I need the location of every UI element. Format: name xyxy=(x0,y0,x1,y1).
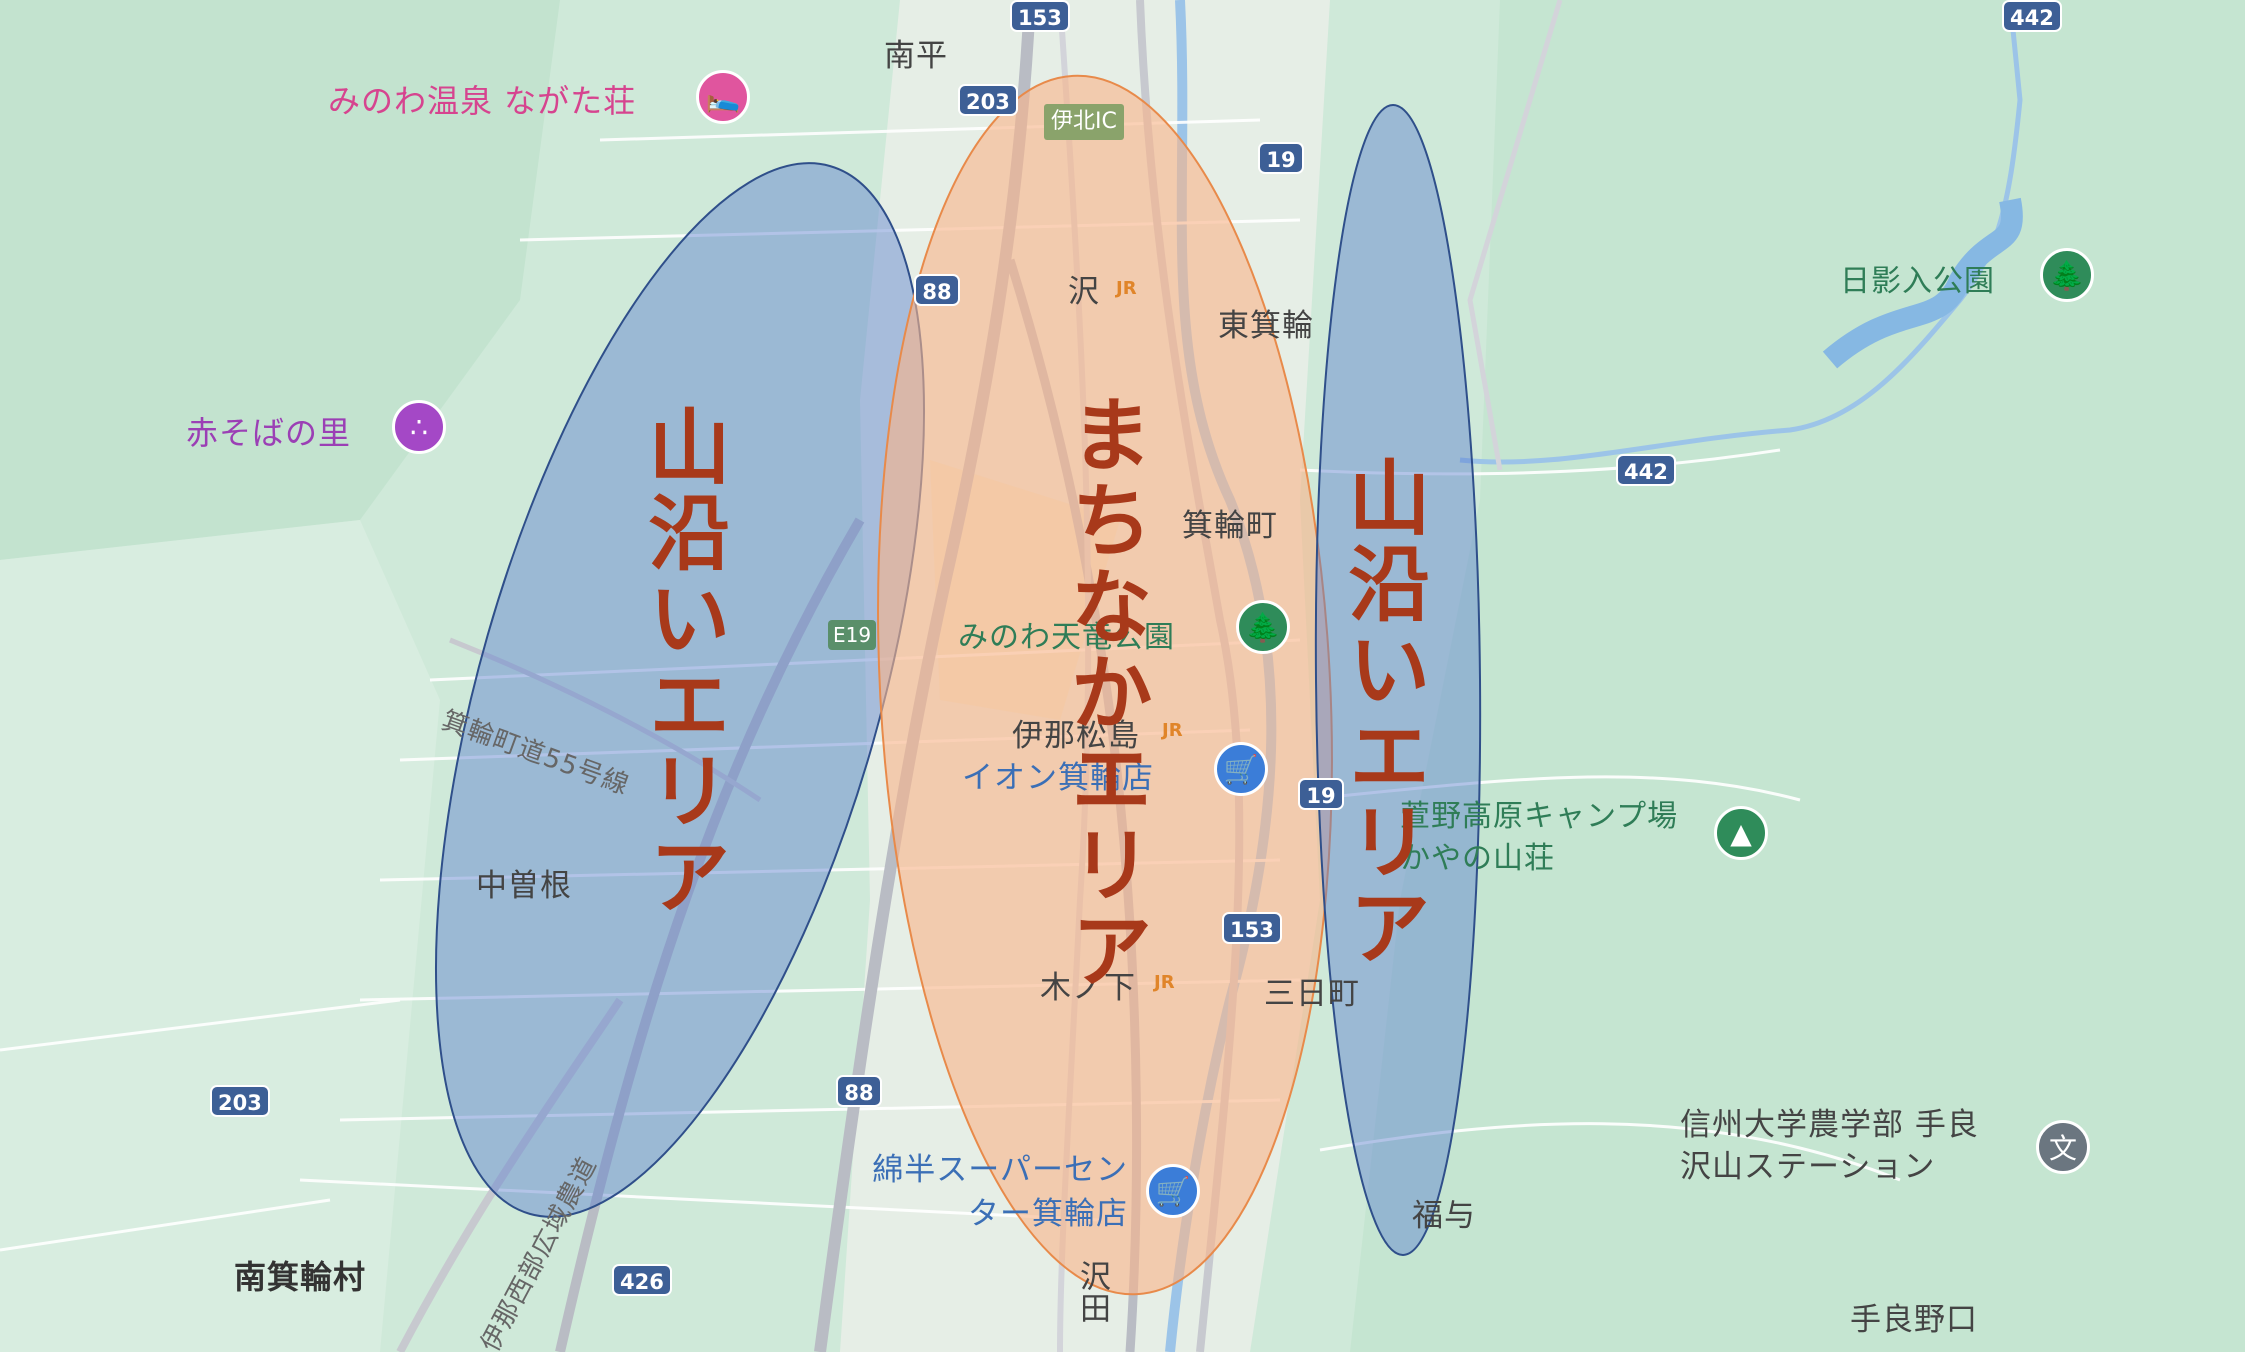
route-442-shield: 442 xyxy=(1616,454,1676,486)
route-19-shield: 19 xyxy=(1258,142,1304,174)
poi-label-text: 綿半スーパーセンター箕輪店 xyxy=(872,1152,1128,1232)
place-label[interactable]: 福与 xyxy=(1412,1198,1476,1234)
place-label[interactable]: 沢 xyxy=(1068,274,1100,310)
jr-station-icon: JR xyxy=(1154,972,1175,993)
route-442-shield: 442 xyxy=(2002,0,2062,32)
tent-icon[interactable]: ▲ xyxy=(1714,806,1768,860)
place-label[interactable]: 中曽根 xyxy=(476,868,572,904)
poi-label-text: 信州大学農学部 手良沢山ステーション xyxy=(1680,1107,1979,1185)
place-label[interactable]: 東箕輪 xyxy=(1218,308,1314,344)
place-label[interactable]: 南箕輪村 xyxy=(234,1258,367,1296)
route-203-shield: 203 xyxy=(958,84,1018,116)
jr-station-icon: JR xyxy=(1116,278,1137,299)
place-label[interactable]: 沢田 xyxy=(1074,1260,1110,1324)
area-label-town: まちなかエリア xyxy=(1056,392,1151,994)
route-88-shield: 88 xyxy=(914,274,960,306)
route-19-shield: 19 xyxy=(1298,778,1344,810)
place-label[interactable]: 箕輪町 xyxy=(1182,508,1278,544)
poi-label[interactable]: 日影入公園 xyxy=(1840,264,1995,299)
place-label[interactable]: 三日町 xyxy=(1264,976,1360,1012)
poi-label-text: 萱野高原キャンプ場 かやの山荘 xyxy=(1400,799,1679,876)
town-area-shape xyxy=(877,74,1333,1296)
cart-icon[interactable]: 🛒 xyxy=(1146,1164,1200,1218)
school-icon[interactable]: 文 xyxy=(2036,1120,2090,1174)
bed-icon[interactable]: 🛌 xyxy=(696,70,750,124)
poi-label[interactable]: 赤そばの里 xyxy=(186,414,352,452)
expressway-e19-shield: E19 xyxy=(828,620,877,650)
jr-station-icon: JR xyxy=(1162,720,1183,741)
place-label[interactable]: 木ノ下 xyxy=(1040,970,1136,1006)
mountain-area-right-shape xyxy=(1314,104,1482,1256)
tree-icon[interactable]: 🌲 xyxy=(2040,248,2094,302)
route-88-shield: 88 xyxy=(836,1075,882,1107)
area-label-mountain-right: 山沿いエリア xyxy=(1334,455,1429,971)
route-203-shield: 203 xyxy=(210,1085,270,1117)
mountain-area-left-shape xyxy=(435,162,925,1218)
interchange-label: 伊北IC xyxy=(1044,104,1124,140)
route-153-shield: 153 xyxy=(1222,912,1282,944)
place-label[interactable]: 手良野口 xyxy=(1850,1302,1978,1338)
route-426-shield: 426 xyxy=(612,1264,672,1296)
poi-label[interactable]: みのわ温泉 ながた荘 xyxy=(328,82,637,120)
tree-icon[interactable]: 🌲 xyxy=(1236,600,1290,654)
poi-label[interactable]: みのわ天竜公園 xyxy=(958,620,1175,655)
area-label-mountain-left: 山沿いエリア xyxy=(634,404,729,920)
place-label[interactable]: 伊那松島 xyxy=(1012,718,1140,754)
route-153-shield: 153 xyxy=(1010,0,1070,32)
cart-icon[interactable]: 🛒 xyxy=(1214,742,1268,796)
poi-label[interactable]: 萱野高原キャンプ場 かやの山荘 xyxy=(1400,796,1700,880)
poi-label[interactable]: 綿半スーパーセンター箕輪店 xyxy=(856,1148,1128,1236)
poi-label[interactable]: イオン箕輪店 xyxy=(962,760,1154,796)
place-label[interactable]: 南平 xyxy=(884,38,948,74)
dots-icon[interactable]: ∴ xyxy=(392,400,446,454)
poi-label[interactable]: 信州大学農学部 手良沢山ステーション xyxy=(1680,1104,1990,1188)
